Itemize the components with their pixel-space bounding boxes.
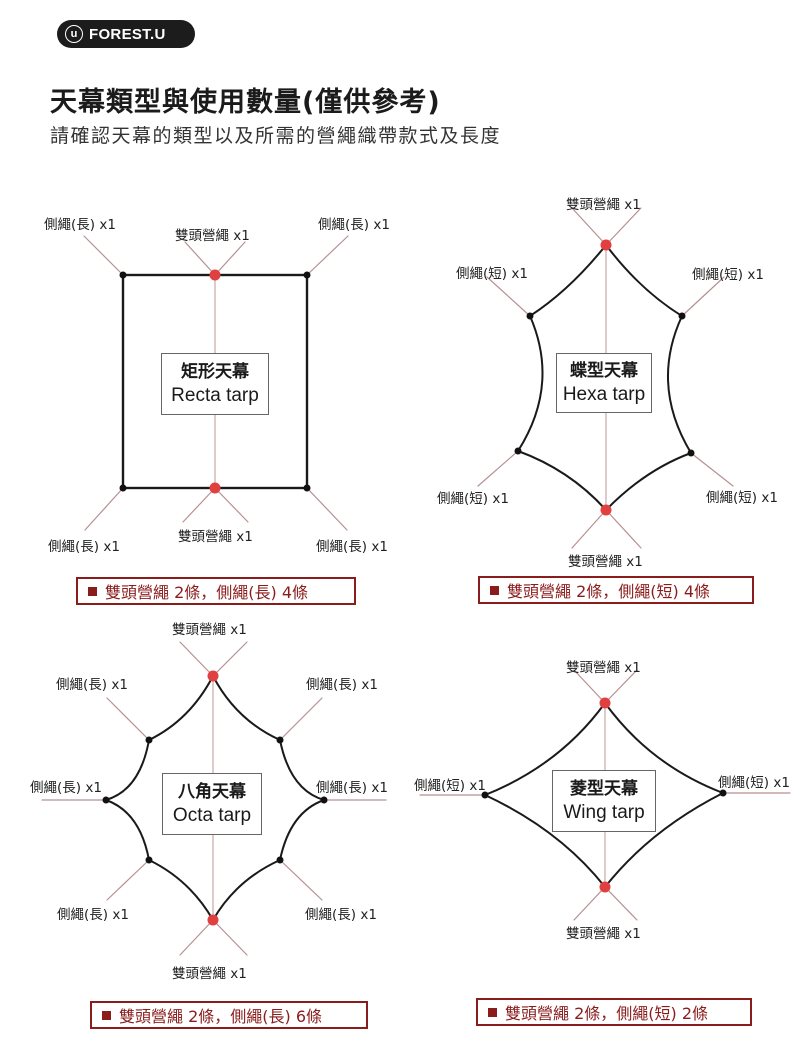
brand-mark-icon: u <box>65 25 83 43</box>
rope-label: 雙頭營繩 x1 <box>178 529 253 545</box>
tarp-name-en: Wing tarp <box>563 802 645 823</box>
brand-name: FOREST.U <box>89 25 166 43</box>
rope-summary: 雙頭營繩 2條，側繩(短) 2條 <box>476 998 752 1026</box>
octa-tarp-diagram <box>41 641 387 956</box>
tarp-name-en: Hexa tarp <box>562 384 646 405</box>
rope-label: 側繩(長) x1 <box>57 907 129 923</box>
rope-label: 側繩(短) x1 <box>437 491 509 507</box>
rope-label: 雙頭營繩 x1 <box>566 926 641 942</box>
brand-logo: u FOREST.U <box>57 20 195 48</box>
rope-label: 雙頭營繩 x1 <box>568 554 643 570</box>
summary-text: 雙頭營繩 2條，側繩(長) 6條 <box>119 1007 323 1026</box>
rope-label: 側繩(長) x1 <box>48 539 120 555</box>
rope-label: 雙頭營繩 x1 <box>566 660 641 676</box>
rope-label: 側繩(短) x1 <box>456 266 528 282</box>
rope-label: 雙頭營繩 x1 <box>172 966 247 982</box>
rope-summary: 雙頭營繩 2條，側繩(長) 4條 <box>76 577 356 605</box>
rope-label: 側繩(短) x1 <box>706 490 778 506</box>
page-title: 天幕類型與使用數量(僅供參考) <box>50 87 441 118</box>
tarp-name-zh: 菱型天幕 <box>570 779 638 799</box>
rope-label: 側繩(長) x1 <box>316 780 388 796</box>
recta-tarp-diagram <box>83 235 349 531</box>
rope-summary: 雙頭營繩 2條，側繩(長) 6條 <box>90 1001 368 1029</box>
summary-text: 雙頭營繩 2條，側繩(長) 4條 <box>105 583 309 602</box>
tarp-name-box: 矩形天幕 Recta tarp <box>161 353 269 415</box>
bullet-square-icon <box>102 1010 111 1020</box>
tarp-name-zh: 八角天幕 <box>178 782 246 802</box>
tarp-name-en: Recta tarp <box>171 385 259 406</box>
tarp-name-zh: 矩形天幕 <box>181 362 249 382</box>
rope-label: 側繩(長) x1 <box>30 780 102 796</box>
rope-label: 雙頭營繩 x1 <box>172 622 247 638</box>
rope-label: 雙頭營繩 x1 <box>566 197 641 213</box>
summary-text: 雙頭營繩 2條，側繩(短) 4條 <box>507 582 711 601</box>
tarp-name-zh: 蝶型天幕 <box>570 361 638 381</box>
page-subtitle: 請確認天幕的類型以及所需的營繩織帶款式及長度 <box>50 125 502 147</box>
hexa-tarp-diagram <box>477 207 734 549</box>
rope-label: 側繩(長) x1 <box>44 217 116 233</box>
tarp-name-box: 菱型天幕 Wing tarp <box>552 770 656 832</box>
bullet-square-icon <box>88 586 97 596</box>
rope-label: 側繩(長) x1 <box>316 539 388 555</box>
bullet-square-icon <box>488 1007 497 1017</box>
bullet-square-icon <box>490 585 499 595</box>
rope-summary: 雙頭營繩 2條，側繩(短) 4條 <box>478 576 754 604</box>
rope-label: 側繩(短) x1 <box>718 775 790 791</box>
rope-label: 側繩(長) x1 <box>306 677 378 693</box>
rope-label: 側繩(短) x1 <box>414 778 486 794</box>
rope-label: 雙頭營繩 x1 <box>175 228 250 244</box>
rope-label: 側繩(長) x1 <box>305 907 377 923</box>
tarp-name-box: 蝶型天幕 Hexa tarp <box>556 353 652 413</box>
rope-label: 側繩(長) x1 <box>56 677 128 693</box>
summary-text: 雙頭營繩 2條，側繩(短) 2條 <box>505 1004 709 1023</box>
rope-label: 側繩(短) x1 <box>692 267 764 283</box>
tarp-name-en: Octa tarp <box>172 805 252 826</box>
tarp-name-box: 八角天幕 Octa tarp <box>162 773 262 835</box>
rope-label: 側繩(長) x1 <box>318 217 390 233</box>
